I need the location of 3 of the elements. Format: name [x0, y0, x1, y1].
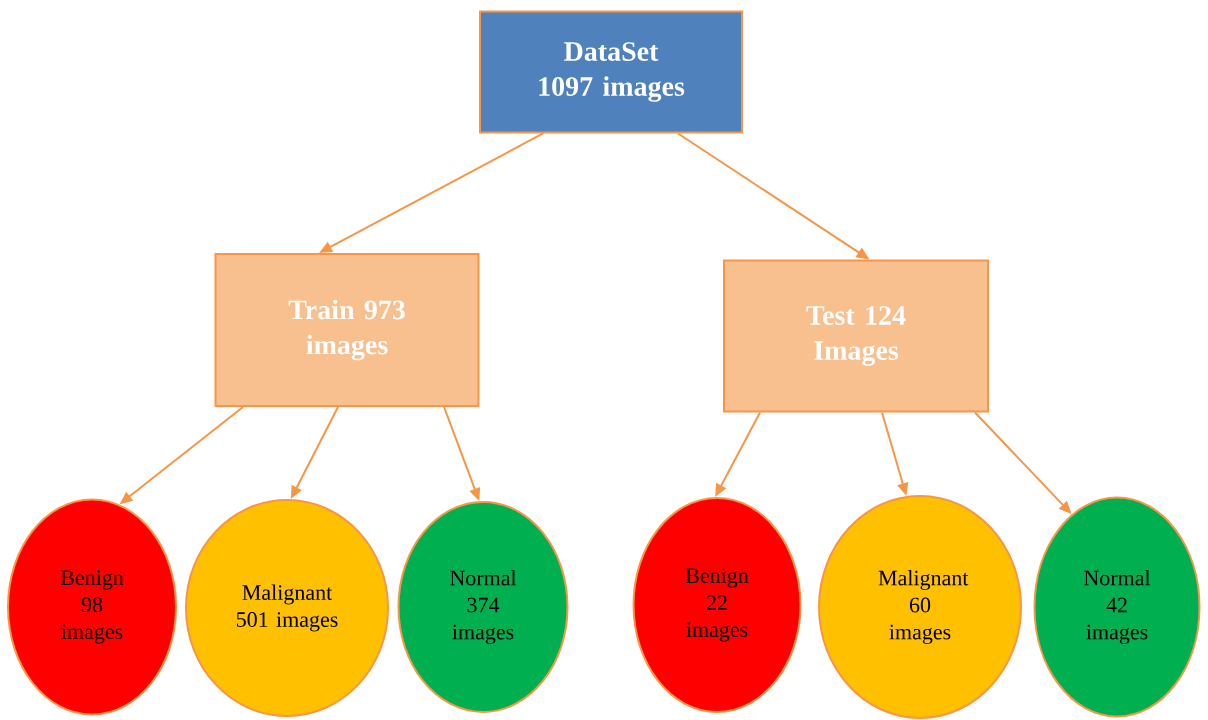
category-box: Train 973 images — [214, 253, 480, 407]
category-box: DataSet 1097 images — [479, 10, 743, 134]
category-box: Test 124 Images — [723, 259, 989, 413]
